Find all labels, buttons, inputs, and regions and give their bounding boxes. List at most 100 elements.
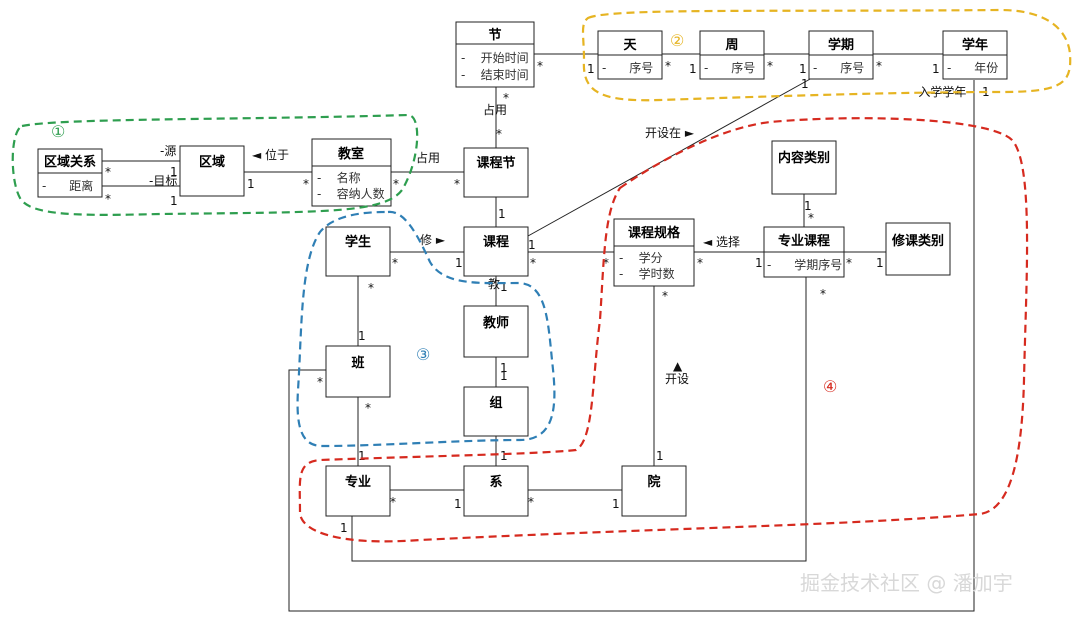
multiplicity: 1 — [247, 177, 255, 191]
class-zhou-attr: - 序号 — [704, 60, 755, 75]
multiplicity: * — [767, 59, 773, 73]
label-xuanze: ◄ 选择 — [703, 235, 740, 249]
class-ban-title: 班 — [351, 355, 364, 371]
multiplicity: * — [105, 192, 111, 206]
class-xueqi-attr: - 序号 — [813, 60, 864, 75]
label-kaishe-arrow: ▲ — [673, 359, 683, 373]
multiplicity: 1 — [932, 62, 940, 76]
label-mubiao: -目标 — [149, 174, 177, 188]
grouping-regions — [11, 8, 1072, 543]
class-tian-attr: - 序号 — [602, 60, 653, 75]
class-zu-title: 组 — [489, 395, 502, 411]
label-zhanyong-top: 占用 — [483, 102, 507, 117]
multiplicity: * — [454, 177, 460, 191]
class-zhuanye-title: 专业 — [345, 474, 371, 490]
class-jiaoshi-attr: - 容纳人数 — [317, 186, 385, 201]
class-kechengguige-title: 课程规格 — [628, 225, 681, 241]
region-4-outline — [298, 117, 1029, 543]
multiplicity: * — [808, 211, 814, 225]
multiplicity: 1 — [340, 521, 348, 535]
class-quyuguanxi-attr: - 距离 — [42, 178, 93, 193]
class-jie-attr: - 结束时间 — [461, 68, 529, 82]
class-zhou-title: 周 — [725, 38, 738, 53]
class-xi-title: 系 — [489, 474, 502, 490]
multiplicity: 1 — [500, 369, 508, 383]
multiplicity: * — [393, 177, 399, 191]
multiplicity: 1 — [500, 280, 508, 294]
class-teacher-title: 教师 — [482, 315, 509, 331]
region-1-outline — [11, 113, 419, 216]
multiplicity: * — [496, 127, 502, 141]
region-4-number: ④ — [823, 377, 837, 396]
class-xuesheng-title: 学生 — [345, 234, 371, 250]
multiplicity: * — [317, 375, 323, 389]
label-weiyu: ◄ 位于 — [252, 147, 289, 162]
class-boxes — [37, 21, 1008, 517]
label-kaishe: 开设 — [665, 372, 689, 386]
multiplicity: * — [105, 165, 111, 179]
multiplicity: 1 — [454, 497, 462, 511]
multiplicity: * — [846, 256, 852, 270]
multiplicity: 1 — [170, 165, 178, 179]
class-kechengguige-attr: - 学分 — [619, 250, 663, 265]
region-3-outline — [296, 210, 556, 448]
multiplicity: 1 — [358, 329, 366, 343]
class-zhuanyekecheng-attr: - 学期序号 — [767, 257, 842, 272]
class-jiaoshi-attr: - 名称 — [317, 170, 361, 185]
class-kechengjie-title: 课程节 — [476, 155, 515, 171]
multiplicity: 1 — [500, 449, 508, 463]
multiplicity: * — [665, 59, 671, 73]
multiplicity: 1 — [799, 62, 807, 76]
multiplicity: 1 — [876, 256, 884, 270]
multiplicity: * — [503, 91, 509, 105]
region-3-number: ③ — [416, 345, 430, 364]
multiplicity: * — [876, 59, 882, 73]
multiplicity: * — [530, 256, 536, 270]
multiplicity: 1 — [755, 256, 763, 270]
multiplicity: * — [390, 495, 396, 509]
multiplicity: * — [365, 401, 371, 415]
watermark: 掘金技术社区 @ 潘加宇 — [800, 571, 1013, 595]
multiplicity: 1 — [656, 449, 664, 463]
multiplicity: * — [537, 59, 543, 73]
multiplicity: 1 — [587, 62, 595, 76]
class-xiukeleibie-title: 修课类别 — [891, 233, 944, 249]
class-kechengguige-attr: - 学时数 — [619, 266, 675, 281]
multiplicity: 1 — [170, 194, 178, 208]
multiplicity: 1 — [612, 497, 620, 511]
region-1-number: ① — [51, 122, 65, 141]
class-jie-title: 节 — [488, 27, 501, 43]
label-zhanyong-left: 占用 — [416, 150, 440, 165]
multiplicity: * — [392, 256, 398, 270]
region-2-number: ② — [670, 31, 684, 50]
multiplicity: * — [820, 287, 826, 301]
multiplicity: * — [368, 281, 374, 295]
class-yuan-title: 院 — [647, 474, 660, 490]
class-zhuanyekecheng-title: 专业课程 — [778, 233, 830, 249]
class-jie-attr: - 开始时间 — [461, 51, 529, 65]
region-2-outline — [581, 8, 1072, 102]
multiplicity: * — [303, 177, 309, 191]
label-jiao: 教 — [488, 276, 500, 291]
multiplicity: * — [697, 256, 703, 270]
multiplicity: 1 — [500, 361, 508, 375]
class-xuenian-attr: - 年份 — [947, 61, 998, 75]
class-xueqi-title: 学期 — [828, 37, 854, 53]
class-tian-title: 天 — [623, 38, 637, 53]
class-neirongleibie-title: 内容类别 — [778, 150, 830, 166]
class-kecheng-title: 课程 — [483, 235, 509, 250]
class-quyuguanxi-title: 区域关系 — [44, 154, 96, 170]
label-xiu: 修 ► — [420, 232, 446, 247]
multiplicity: 1 — [358, 449, 366, 463]
class-quyu-title: 区域 — [199, 154, 225, 170]
multiplicity: 1 — [498, 207, 506, 221]
multiplicity: * — [528, 495, 534, 509]
label-yuan-src: -源 — [160, 144, 176, 158]
multiplicity: 1 — [455, 256, 463, 270]
multiplicity: 1 — [801, 77, 809, 91]
multiplicity: 1 — [689, 62, 697, 76]
multiplicity: 1 — [804, 199, 812, 213]
label-kaishezai: 开设在 ► — [645, 126, 695, 140]
